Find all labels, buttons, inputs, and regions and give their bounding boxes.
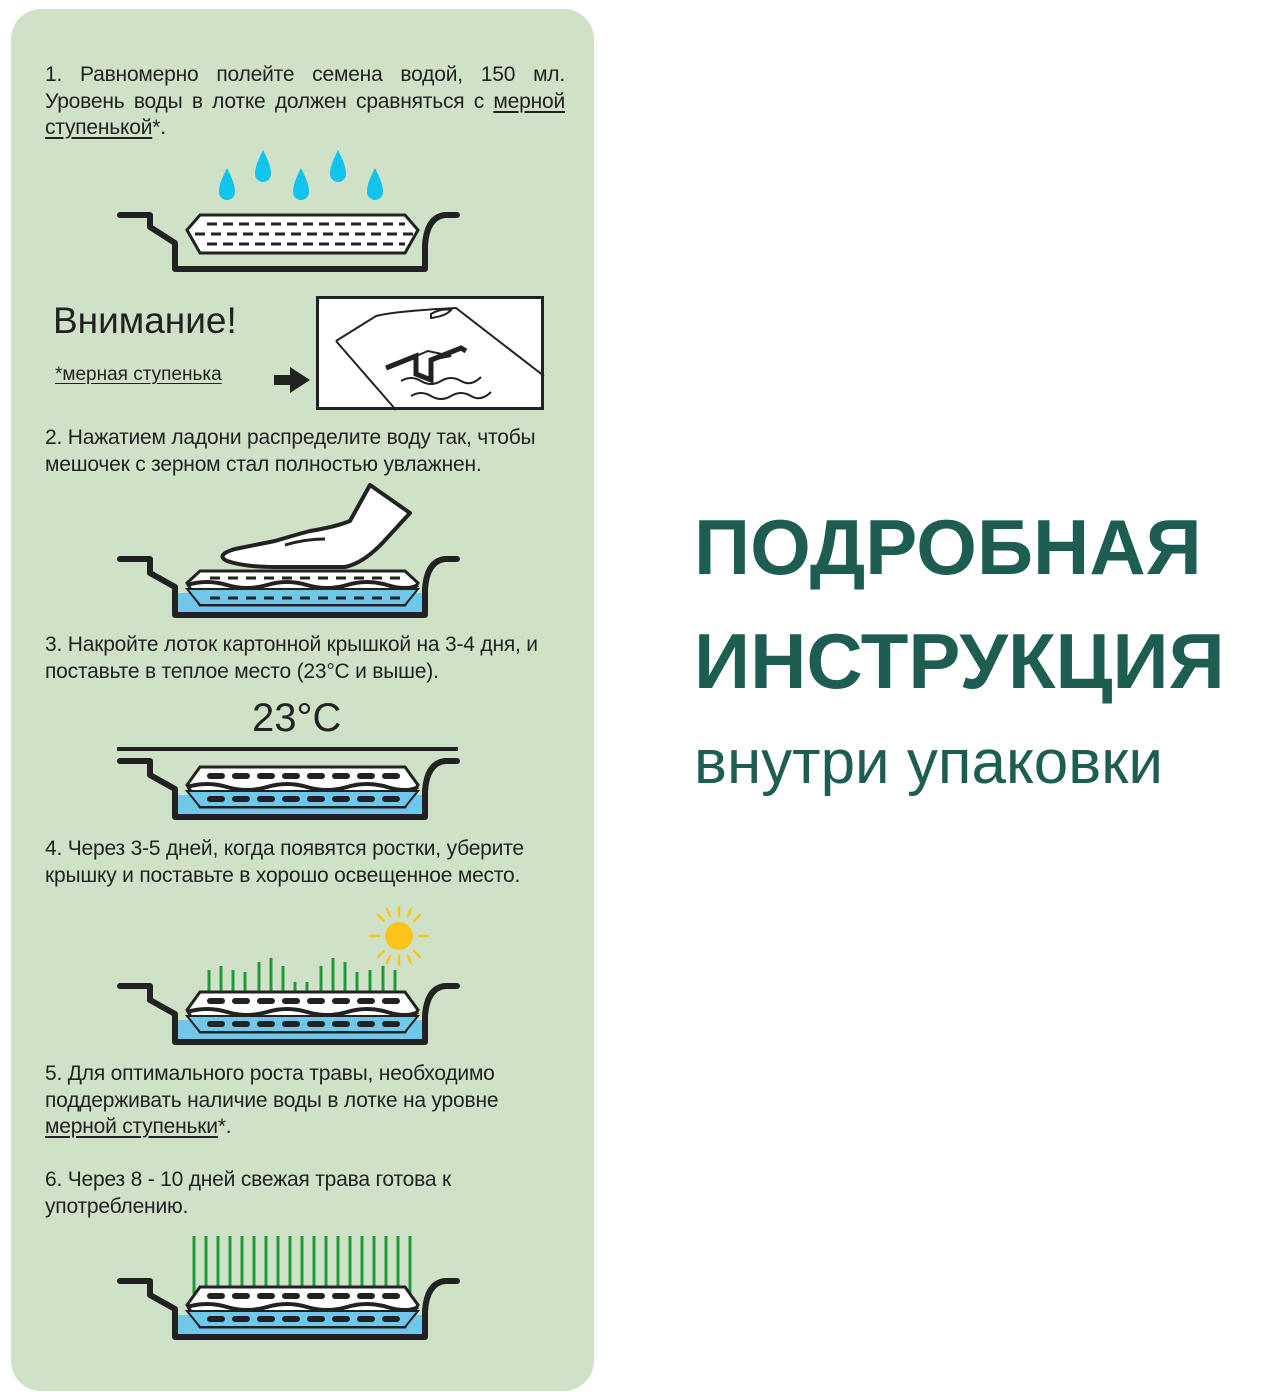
attention-title: Внимание! [53, 300, 237, 341]
step-4-text: 4. Через 3-5 дней, когда появятся ростки… [45, 837, 524, 887]
sun-icon [368, 905, 430, 967]
headline-line-2: ИНСТРУКЦИЯ [694, 617, 1225, 705]
step-6-text: 6. Через 8 - 10 дней свежая трава готова… [45, 1168, 451, 1218]
tray-icon [117, 758, 460, 820]
arrow-right-icon [274, 367, 310, 393]
hand-press-icon [220, 483, 412, 569]
step-3-text: 3. Накройте лоток картонной крышкой на 3… [45, 633, 538, 683]
attention-note: *мерная ступенька [55, 364, 222, 385]
tray-icon [117, 212, 460, 272]
step-1-text: 1. Равномерно полейте семена водой, 150 … [45, 63, 565, 140]
measuring-step-icon [316, 296, 545, 411]
grass-icon [192, 1236, 412, 1294]
tray-icon [117, 556, 460, 618]
tray-icon [117, 1278, 460, 1340]
water-drops-icon [219, 150, 383, 200]
step-5-text: 5. Для оптимального роста травы, необход… [45, 1062, 499, 1138]
tray-icon [117, 983, 460, 1045]
measuring-step-link: мерной ступеньки [45, 1115, 218, 1138]
measuring-step-link: мерной ступенькой [45, 89, 565, 140]
step-2-text: 2. Нажатием ладони распределите воду так… [45, 426, 536, 476]
headline-subtitle: внутри упаковки [694, 728, 1163, 797]
cardboard-lid-icon [117, 747, 458, 751]
temperature-label: 23°C [252, 696, 342, 740]
headline-line-1: ПОДРОБНАЯ [694, 503, 1202, 591]
